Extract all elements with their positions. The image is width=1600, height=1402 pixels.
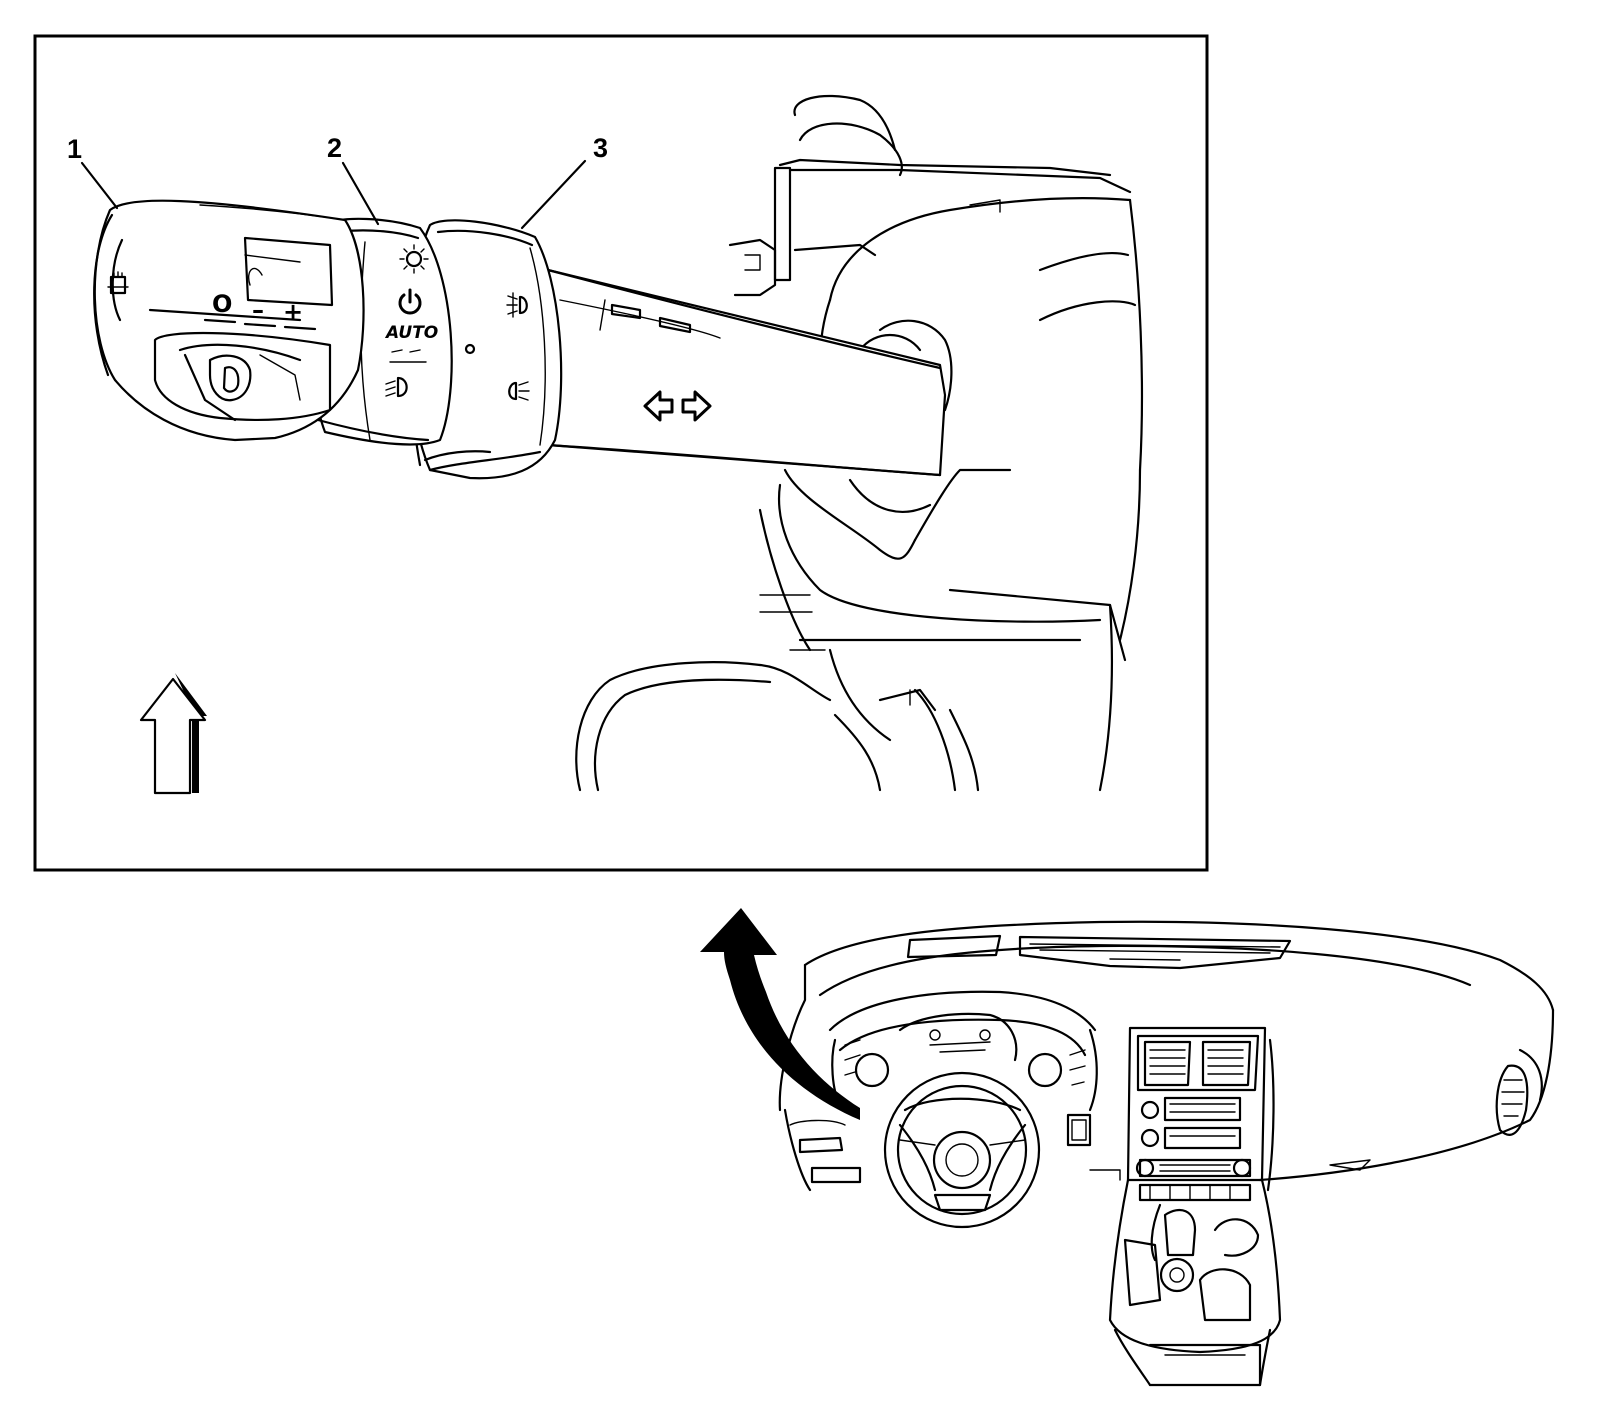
wiper-off-mark: O xyxy=(212,290,232,318)
outline-up-arrow-icon xyxy=(139,673,207,795)
callout-3: 3 xyxy=(593,133,608,163)
callout-1: 1 xyxy=(67,134,82,164)
wiper-plus-mark: + xyxy=(283,298,303,326)
callout-leaders xyxy=(80,159,587,230)
steering-column xyxy=(575,94,1144,792)
callout-2: 2 xyxy=(327,133,342,163)
turn-signal-arrows-icon xyxy=(643,390,712,422)
fog-lamp-icon xyxy=(506,292,528,318)
power-icon xyxy=(398,288,422,315)
auto-label: AUTO xyxy=(384,323,438,343)
curved-black-arrow-icon xyxy=(700,908,860,1120)
instrument-panel-overview xyxy=(778,920,1555,1387)
rear-fog-lamp-icon xyxy=(508,381,530,401)
wiper-washer-knob: O – + xyxy=(93,199,365,442)
washer-icon xyxy=(107,271,129,295)
detail-frame xyxy=(33,34,1209,872)
wiper-minus-mark: – xyxy=(252,296,264,324)
low-beam-icon xyxy=(385,376,408,398)
headlamp-sun-icon xyxy=(399,244,429,274)
